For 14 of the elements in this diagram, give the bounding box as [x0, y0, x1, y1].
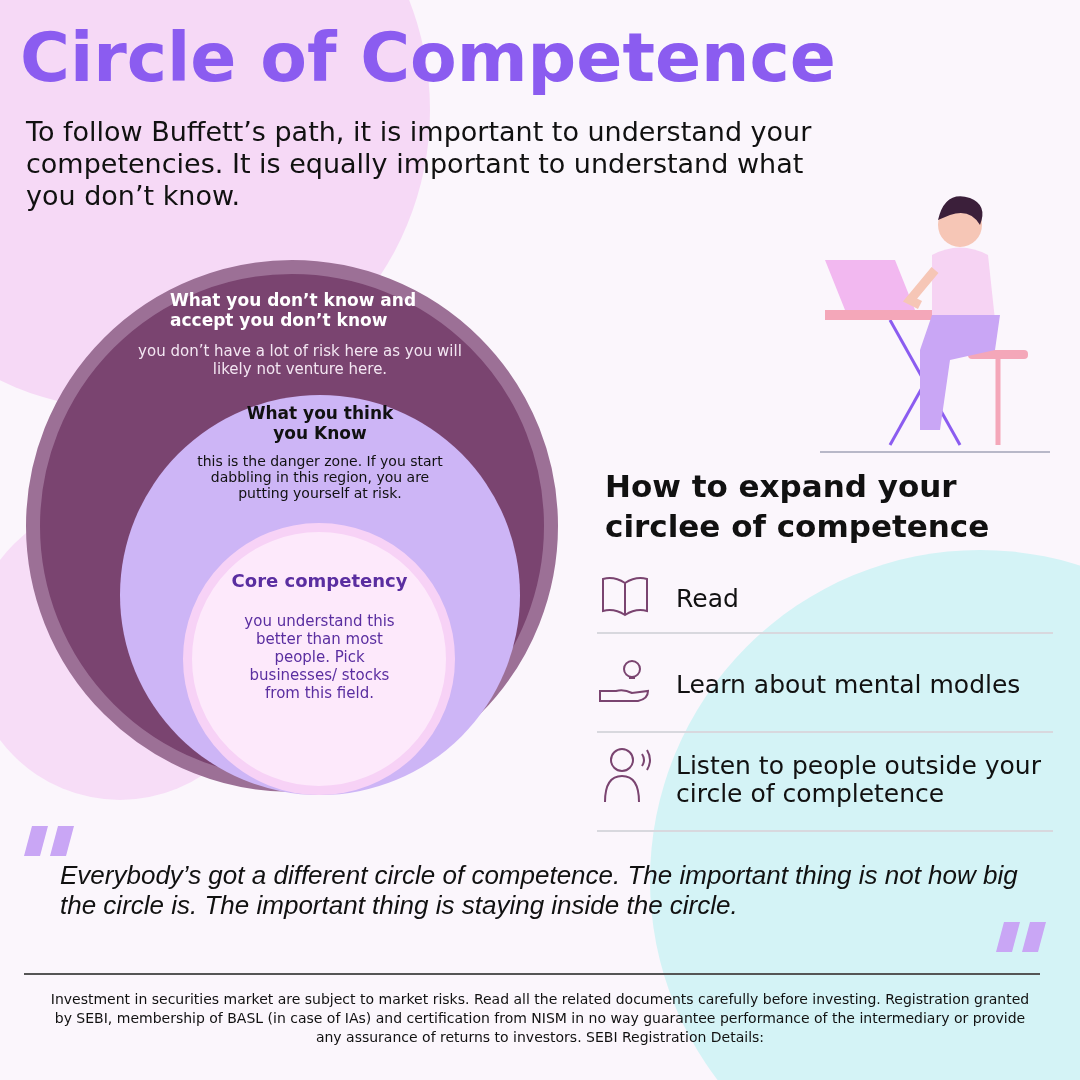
section-heading: How to expand your circlee of competence	[605, 467, 991, 546]
quote-text: Everybody’s got a different circle of competence. The important thing is not how big the circle is. The important thing is staying inside the circle.	[60, 860, 1019, 920]
zone-heading: What you don’t know and accept you don’t know	[170, 290, 418, 330]
disclaimer-text: Investment in securities market are subject to market risks. Read all the related documents carefully before investing. Registration granted by SEBI, membership of BASL (in case of IAs) and certification from NISM in no way guarantee performance of the intermediary or provide any assurance of returns to investors. SEBI Registration Details:	[49, 990, 1031, 1047]
zone-heading: What you think you Know	[245, 403, 395, 443]
list-item-text: Learn about mental modles	[676, 671, 1021, 699]
list-item-text: Read	[676, 585, 739, 613]
list-item-text: Listen to people outside your circle of completence	[676, 752, 1042, 808]
zone-description: you don’t have a lot of risk here as you will likely not venture here.	[137, 342, 463, 378]
zone-description: this is the danger zone. If you start dabbling in this region, you are putting yourself at risk.	[196, 453, 444, 501]
zone-heading: Core competency	[230, 570, 409, 591]
intro-text: To follow Buffett’s path, it is important to understand your competencies. It is equally important to understand what you don’t know.	[26, 116, 813, 212]
title: Circle of Competence	[20, 18, 836, 97]
zone-description: you understand this better than most people. Pick businesses/ stocks from this field.	[243, 612, 396, 702]
